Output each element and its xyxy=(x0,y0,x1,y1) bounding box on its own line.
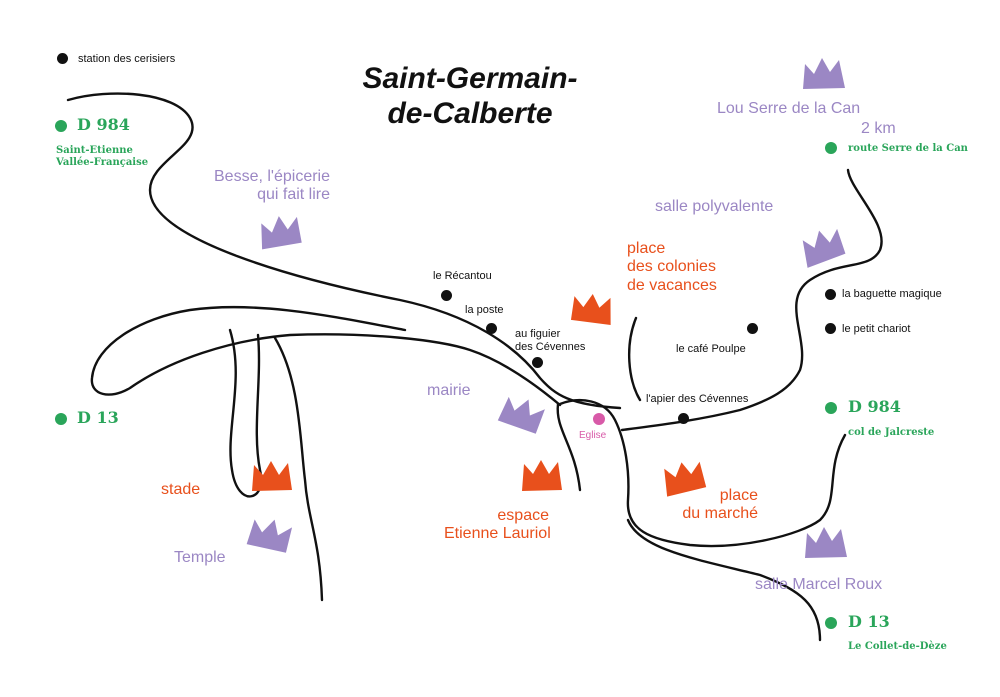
venue-place-colonies: place des colonies de vacances xyxy=(627,240,717,294)
exit-dot-serre xyxy=(825,142,837,154)
church-label: Eglise xyxy=(579,430,607,441)
crown-purple-icon xyxy=(261,216,302,250)
poi-dot-cafe xyxy=(747,323,758,334)
road-loop-upper xyxy=(90,305,562,407)
crown-orange-icon xyxy=(664,461,707,497)
venue-lou-serre: Lou Serre de la Can xyxy=(717,100,861,117)
crown-orange-icon xyxy=(522,460,562,491)
poi-apier: l'apier des Cévennes xyxy=(646,393,749,405)
poi-recantou: le Récantou xyxy=(433,270,492,282)
poi-dot-recantou xyxy=(441,290,452,301)
road-sw-2 xyxy=(273,336,324,602)
venue-besse: Besse, l'épicerie qui fait lire xyxy=(214,168,330,204)
title-line-1: Saint-Germain- xyxy=(362,62,578,95)
exit-serre-distance: 2 km xyxy=(861,120,896,137)
poi-dot-poste xyxy=(486,323,497,334)
poi-dot-station xyxy=(57,53,68,64)
title-line-2: de-Calberte xyxy=(387,96,553,130)
venue-espace-lauriol: espace Etienne Lauriol xyxy=(444,507,551,543)
exit-d984-east-road: D 984 xyxy=(848,397,901,416)
church-dot xyxy=(593,413,605,425)
poi-figuier: au figuier des Cévennes xyxy=(515,328,586,353)
exit-d984-west-road: D 984 xyxy=(77,115,130,134)
poi-dot-chariot xyxy=(825,323,836,334)
poi-dot-apier xyxy=(678,413,689,424)
crown-purple-icon xyxy=(497,396,545,434)
exit-d984-west-destination: Saint-Etienne Vallée-Française xyxy=(56,145,149,168)
exit-dot-d984-east xyxy=(825,402,837,414)
venue-mairie: mairie xyxy=(427,382,471,399)
crown-purple-icon xyxy=(802,228,846,268)
poi-baguette: la baguette magique xyxy=(842,288,942,300)
venue-salle-polyvalente: salle polyvalente xyxy=(655,198,774,215)
poi-dot-figuier xyxy=(532,357,543,368)
road-inner xyxy=(628,316,642,402)
road-church-loop xyxy=(556,402,582,492)
exit-serre-destination: route Serre de la Can xyxy=(848,143,968,154)
exit-dot-d984-west xyxy=(55,120,67,132)
exit-dot-d13-west xyxy=(55,413,67,425)
poi-poste: la poste xyxy=(465,304,504,316)
crown-purple-icon xyxy=(803,58,845,89)
exit-d13-west-road: D 13 xyxy=(77,408,119,427)
road-sw-1 xyxy=(228,328,263,498)
exit-d984-east-destination: col de Jalcreste xyxy=(848,427,935,438)
venue-stade: stade xyxy=(161,481,201,498)
exit-d13-east-road: D 13 xyxy=(848,612,890,631)
venue-temple: Temple xyxy=(174,549,226,566)
exit-dot-d13-east xyxy=(825,617,837,629)
road-church-loop-2 xyxy=(558,398,847,548)
crown-orange-icon xyxy=(570,293,611,326)
road-east-d984 xyxy=(620,168,883,432)
venue-place-marche: place du marché xyxy=(682,487,758,523)
poi-dot-baguette xyxy=(825,289,836,300)
road-west-d984 xyxy=(66,92,622,410)
crown-purple-icon xyxy=(246,519,293,553)
crown-purple-icon xyxy=(805,527,847,558)
venue-salle-marcel-roux: salle Marcel Roux xyxy=(755,576,883,593)
poi-station: station des cerisiers xyxy=(78,53,176,65)
exit-d13-east-destination: Le Collet-de-Dèze xyxy=(848,641,947,652)
page-title: Saint-Germain- de-Calberte xyxy=(355,62,585,131)
poi-chariot: le petit chariot xyxy=(842,323,911,335)
poi-cafe: le café Poulpe xyxy=(676,343,746,355)
road-collet xyxy=(626,518,822,642)
crown-orange-icon xyxy=(252,461,292,491)
